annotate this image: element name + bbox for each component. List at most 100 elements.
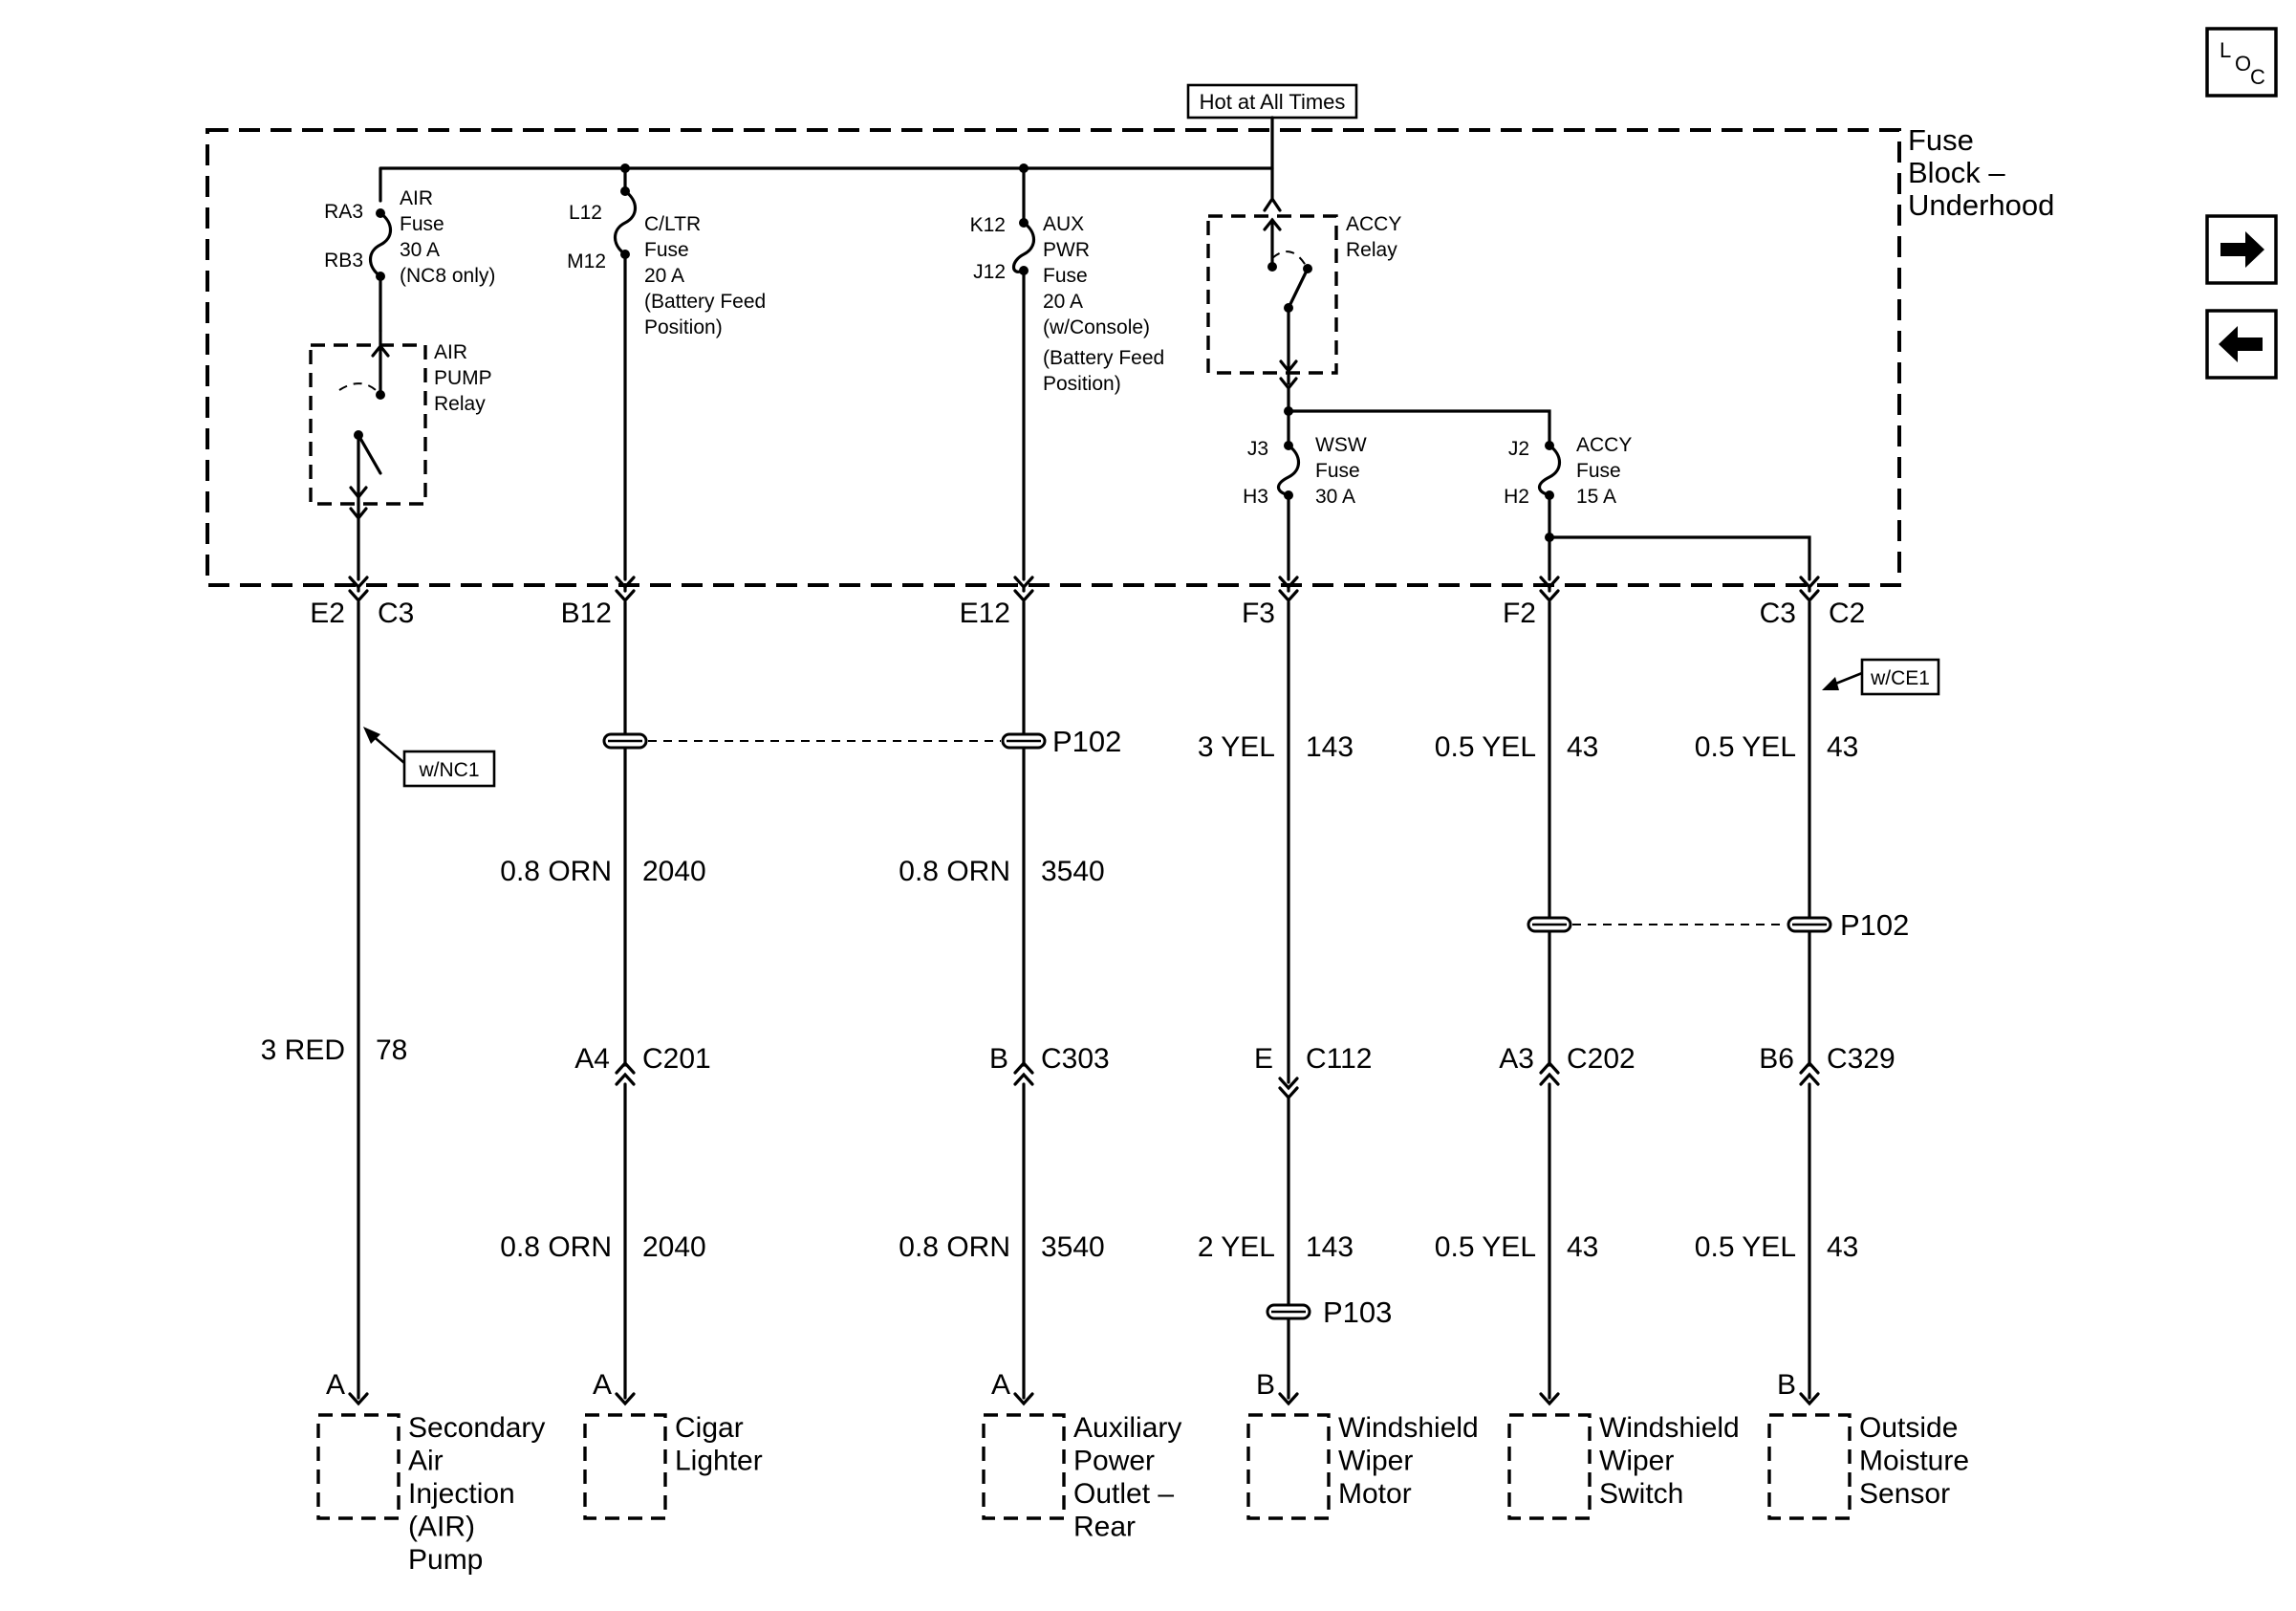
hot-at-all-times-label: Hot at All Times bbox=[1200, 90, 1346, 114]
wire-lower-circuit: 143 bbox=[1306, 1231, 1354, 1263]
component-name-line: Wiper bbox=[1599, 1446, 1674, 1477]
accy-relay: ACCY Relay bbox=[1206, 166, 1401, 413]
air-pump-relay: AIR PUMP Relay bbox=[309, 329, 492, 506]
loc-letter-l: L bbox=[2220, 38, 2231, 62]
wsw-fuse-label-3: 30 A bbox=[1315, 486, 1355, 508]
harness-wires bbox=[357, 600, 1811, 1400]
component-name-line: Wiper bbox=[1338, 1446, 1413, 1477]
aux-fuse-label-2: PWR bbox=[1043, 239, 1090, 261]
fuse-block-connector: E12 bbox=[960, 576, 1034, 629]
component-name-line: Motor bbox=[1338, 1478, 1412, 1510]
air-fuse-label-4: (NC8 only) bbox=[400, 265, 495, 287]
option-callout-ce1: w/CE1 bbox=[1822, 658, 1940, 696]
cltr-fuse-label-4: (Battery Feed bbox=[644, 291, 766, 313]
connector-name-label: C3 bbox=[378, 598, 414, 629]
accy-fuse-pin-top: J2 bbox=[1508, 438, 1529, 460]
prev-page-button[interactable] bbox=[2205, 309, 2278, 380]
component-name-line: Rear bbox=[1073, 1512, 1136, 1543]
accy-relay-label-1: ACCY bbox=[1346, 213, 1401, 235]
fuse-block-label-line-3: Underhood bbox=[1908, 188, 2054, 222]
wire-upper-circuit: 143 bbox=[1306, 731, 1354, 763]
component-name-line: Outside bbox=[1859, 1412, 1958, 1444]
splice-p102-a: P102 bbox=[602, 725, 1121, 758]
next-page-button[interactable] bbox=[2205, 214, 2278, 285]
component-name-line: Pump bbox=[408, 1544, 483, 1576]
loc-letter-c: C bbox=[2250, 65, 2265, 89]
arrow-right-icon bbox=[2220, 231, 2264, 268]
component-pin: A bbox=[991, 1369, 1010, 1401]
accy-fuse-label-3: 15 A bbox=[1576, 486, 1616, 508]
component-name-line: Outlet – bbox=[1073, 1478, 1174, 1510]
inline-connector-pin: A3 bbox=[1499, 1043, 1534, 1075]
splice-p103: P103 bbox=[1266, 1295, 1392, 1329]
air-fuse-label-1: AIR bbox=[400, 187, 433, 209]
fuse-block-label-line-2: Block – bbox=[1908, 156, 2005, 189]
accy-fuse-label-2: Fuse bbox=[1576, 460, 1621, 482]
arrow-left-icon bbox=[2219, 326, 2263, 362]
inline-connector-c112 bbox=[1278, 1077, 1299, 1100]
component-pin: B bbox=[1777, 1369, 1796, 1401]
air-fuse-label-3: 30 A bbox=[400, 239, 440, 261]
inline-connector-name: C201 bbox=[642, 1043, 711, 1075]
wire-lower-circuit: 43 bbox=[1567, 1231, 1598, 1263]
wire-upper-circuit: 2040 bbox=[642, 856, 706, 887]
component-name-line: Cigar bbox=[675, 1412, 744, 1444]
component-pin: A bbox=[593, 1369, 612, 1401]
aux-pwr-fuse: K12 J12 AUX PWR Fuse 20 A (w/Console) (B… bbox=[970, 166, 1164, 581]
cltr-fuse-label-2: Fuse bbox=[644, 239, 689, 261]
connector-pin-label: F2 bbox=[1503, 598, 1536, 629]
inline-connector-pin: B6 bbox=[1759, 1043, 1794, 1075]
components: ASecondaryAirInjection(AIR)PumpACigarLig… bbox=[316, 1369, 1969, 1576]
component-name-line: Secondary bbox=[408, 1412, 545, 1444]
wire-lower-gauge: 0.5 YEL bbox=[1435, 1231, 1536, 1263]
component-name-line: Moisture bbox=[1859, 1446, 1969, 1477]
fuse-block-connector: B12 bbox=[561, 576, 636, 629]
wire-lower-gauge: 0.8 ORN bbox=[500, 1231, 612, 1263]
aux-fuse-label-5: (w/Console) bbox=[1043, 316, 1150, 338]
connector-pin-label: C3 bbox=[1760, 598, 1796, 629]
accy-fuse-pin-bottom: H2 bbox=[1504, 486, 1529, 508]
fuse-block-label: Fuse Block – Underhood bbox=[1908, 123, 2054, 222]
wsw-fuse-label-2: Fuse bbox=[1315, 460, 1360, 482]
fuse-block-connector: F2 bbox=[1503, 576, 1560, 629]
wire-lower-circuit: 43 bbox=[1827, 1231, 1858, 1263]
aux-fuse-pin-bottom: J12 bbox=[973, 261, 1006, 283]
component-pin: A bbox=[326, 1369, 345, 1401]
component-name-line: Lighter bbox=[675, 1446, 763, 1477]
splice-p102-a-label: P102 bbox=[1052, 725, 1121, 758]
component-pin: B bbox=[1256, 1369, 1275, 1401]
component-name-line: Windshield bbox=[1338, 1412, 1479, 1444]
accy-fuse: J2 H2 ACCY Fuse 15 A bbox=[1504, 434, 1811, 581]
wire-upper-circuit: 43 bbox=[1827, 731, 1858, 763]
inline-connector-c201 bbox=[615, 1060, 636, 1086]
wire-upper-circuit: 43 bbox=[1567, 731, 1598, 763]
loc-button[interactable]: L O C bbox=[2205, 27, 2278, 98]
wire-lower-circuit: 2040 bbox=[642, 1231, 706, 1263]
wire-upper-gauge: 0.8 ORN bbox=[500, 856, 612, 887]
component-name-line: Air bbox=[408, 1446, 444, 1477]
accy-relay-label-2: Relay bbox=[1346, 239, 1397, 261]
air-pump-relay-label-3: Relay bbox=[434, 393, 486, 415]
splice-p103-label: P103 bbox=[1323, 1295, 1392, 1329]
air-relay-output bbox=[349, 495, 368, 581]
component-name-line: Power bbox=[1073, 1446, 1155, 1477]
cltr-fuse-label-5: Position) bbox=[644, 316, 723, 338]
cltr-fuse-label-1: C/LTR bbox=[644, 213, 701, 235]
component-name-line: Windshield bbox=[1599, 1412, 1740, 1444]
air-fuse: RA3 RB3 AIR Fuse 30 A (NC8 only) bbox=[324, 187, 495, 333]
fuse-block-connector: F3 bbox=[1242, 576, 1299, 629]
splice-p102-b: P102 bbox=[1527, 908, 1909, 942]
cltr-fuse-pin-bottom: M12 bbox=[567, 250, 606, 272]
wire-lower-gauge: 0.5 YEL bbox=[1695, 1231, 1796, 1263]
inline-connector-name: C303 bbox=[1041, 1043, 1110, 1075]
component-name-line: Sensor bbox=[1859, 1478, 1950, 1510]
